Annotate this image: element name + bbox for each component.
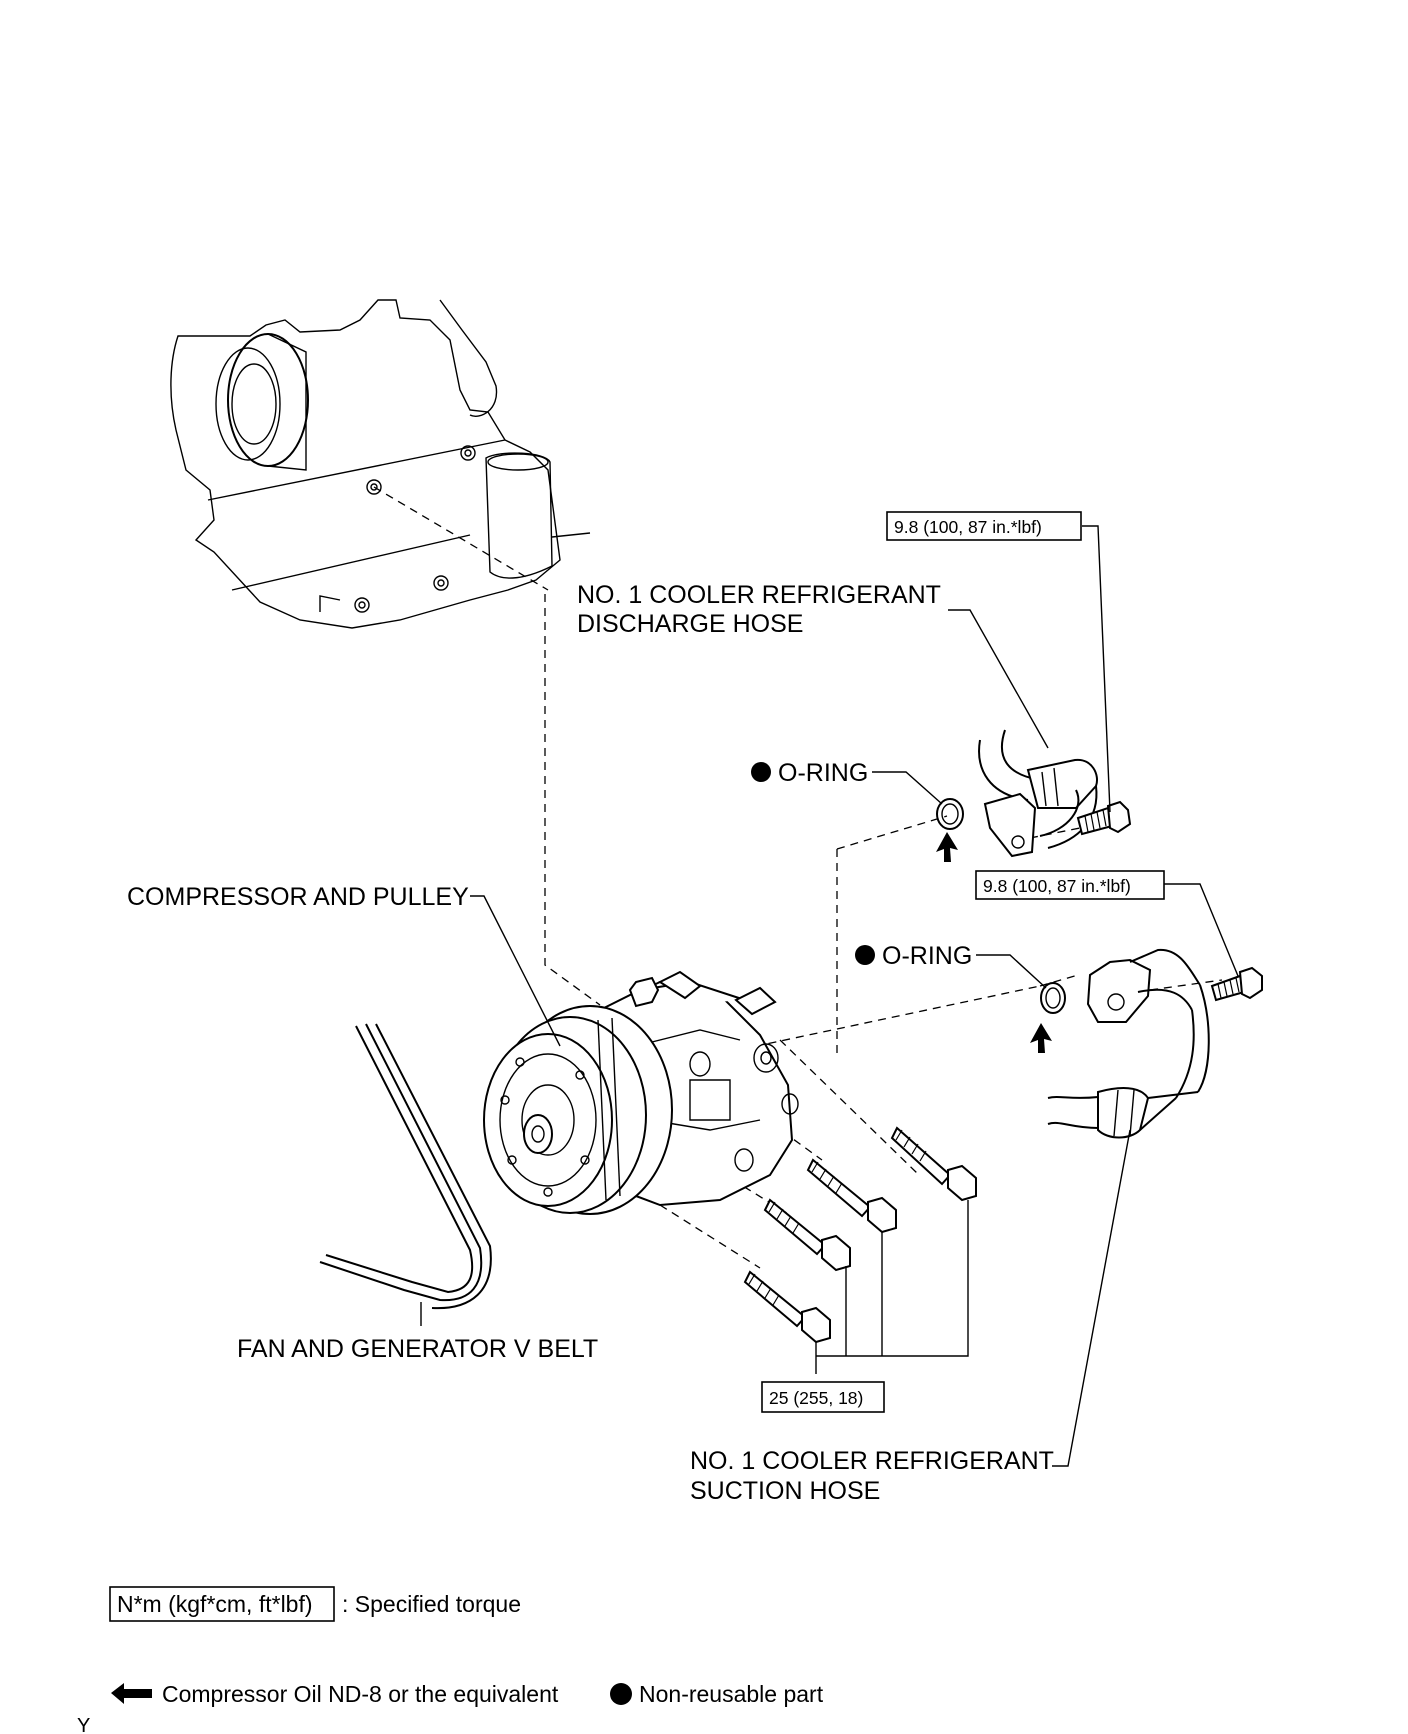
suction-hose-label-line2: SUCTION HOSE xyxy=(690,1477,880,1505)
compressor-bolt-4 xyxy=(743,1270,831,1344)
compressor-and-pulley xyxy=(483,970,799,1215)
non-reusable-dot-icon xyxy=(610,1683,632,1705)
legend-torque-desc: : Specified torque xyxy=(342,1591,521,1617)
torque-box-discharge xyxy=(886,511,1082,541)
suction-hose-label-line1: NO. 1 COOLER REFRIGERANT xyxy=(690,1447,1054,1475)
torque-suction-bolt: 9.8 (100, 87 in.*lbf) xyxy=(983,876,1131,896)
legend-torque-box xyxy=(109,1586,335,1622)
legend-oil: Compressor Oil ND-8 or the equivalent xyxy=(162,1681,559,1707)
compressor-bolt-2 xyxy=(806,1158,897,1234)
torque-discharge-bolt: 9.8 (100, 87 in.*lbf) xyxy=(894,517,1042,537)
compressor-bolt-1 xyxy=(890,1126,977,1202)
v-belt-label: FAN AND GENERATOR V BELT xyxy=(237,1335,598,1363)
engine-block xyxy=(170,299,591,629)
discharge-hose-bolt xyxy=(1076,800,1132,836)
torque-box-compressor xyxy=(761,1381,885,1413)
non-reusable-mark-upper xyxy=(751,762,771,782)
legend-torque-units: N*m (kgf*cm, ft*lbf) xyxy=(117,1591,313,1617)
leader-lines xyxy=(420,525,1239,1467)
fan-generator-v-belt xyxy=(319,1023,492,1310)
legend: N*m (kgf*cm, ft*lbf) : Specified torque … xyxy=(109,1586,824,1707)
compressor-label: COMPRESSOR AND PULLEY xyxy=(127,883,469,911)
discharge-hose-label-line2: DISCHARGE HOSE xyxy=(577,610,803,638)
compressor-bolt-3 xyxy=(763,1198,851,1272)
o-ring-label-lower: O-RING xyxy=(882,942,972,970)
suction-hose xyxy=(1047,948,1210,1139)
torque-compressor-bolts: 25 (255, 18) xyxy=(769,1388,863,1408)
o-ring-suction xyxy=(1030,982,1066,1053)
o-ring-discharge xyxy=(936,798,964,862)
legend-non-reusable: Non-reusable part xyxy=(639,1681,824,1707)
oil-arrow-icon xyxy=(111,1683,152,1704)
torque-box-suction xyxy=(975,870,1165,900)
o-ring-label-upper: O-RING xyxy=(778,759,868,787)
non-reusable-mark-lower xyxy=(855,945,875,965)
discharge-hose-label-line1: NO. 1 COOLER REFRIGERANT xyxy=(577,581,941,609)
discharge-hose xyxy=(978,729,1098,858)
suction-hose-bolt xyxy=(1210,966,1263,1002)
footer-mark: Y xyxy=(77,1715,90,1734)
